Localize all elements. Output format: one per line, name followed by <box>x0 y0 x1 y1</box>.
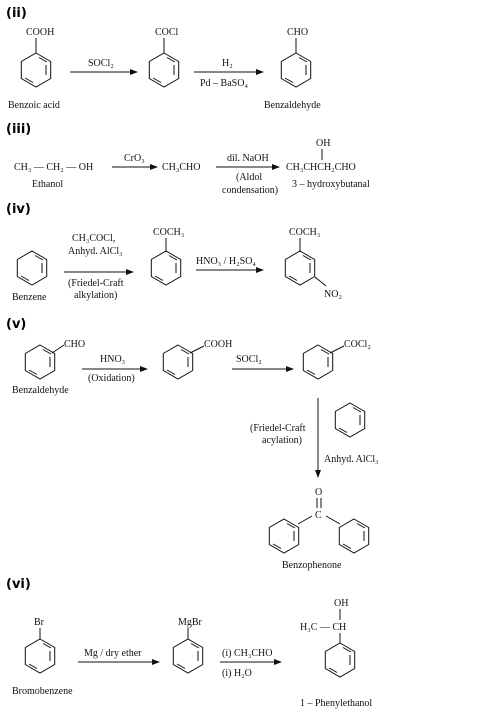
hydroxybutanal-name: 3 – hydroxybutanal <box>292 179 370 190</box>
arrow-rosenmund: H₂ Pd – BaSO₄ <box>194 58 264 89</box>
benzaldehyde-molecule: CHO Benzaldehyde <box>264 27 321 111</box>
reagent-dil-naoh: dil. NaOH <box>227 153 269 164</box>
arrow-oxidation: HNO₃ (Oxidation) <box>82 354 148 384</box>
benzoyl-chloride-v-molecule: COCl₂ <box>302 339 371 380</box>
section-v-label: (v) <box>6 317 26 332</box>
benzene-ring <box>24 344 56 380</box>
arrow-friedel-craft-iv: CH₃COCl, Anhyd. AlCl₃ (Friedel-Craft alk… <box>64 233 134 301</box>
benzophenone-name: Benzophenone <box>282 560 342 571</box>
reagent-friedel-craft: (Friedel-Craft <box>68 278 124 289</box>
phenylmagnesium-bromide-molecule: MgBr <box>172 617 204 674</box>
substituent-cooh-v: COOH <box>204 339 232 350</box>
benzophenone-molecule: O C Benzophenone <box>268 487 370 571</box>
benzene-ring <box>24 638 56 674</box>
substituent-coch3-2: COCH₃ <box>289 227 320 238</box>
arrow-socl2-v: SOCl₂ <box>232 354 294 372</box>
benzene-ring <box>172 638 204 674</box>
bromobenzene-name: Bromobenzene <box>12 686 73 697</box>
arrow-grignard: Mg / dry ether <box>78 648 160 665</box>
m-nitroacetophenone-molecule: COCH₃ NO₂ <box>284 227 342 300</box>
arrow-cro3: CrO₃ <box>112 153 158 170</box>
reagent-mg-dry-ether: Mg / dry ether <box>84 648 142 659</box>
acetaldehyde-formula: CH₃CHO <box>162 162 201 173</box>
section-ii-label: (ii) <box>6 6 27 21</box>
benzene-ring <box>338 518 370 554</box>
substituent-mgbr: MgBr <box>178 617 203 628</box>
reagent-condensation: condensation) <box>222 185 278 196</box>
benzaldehyde-v-name: Benzaldehyde <box>12 385 69 396</box>
reagent-cro3: CrO₃ <box>124 153 145 164</box>
benzoic-acid-name: Benzoic acid <box>8 100 60 111</box>
substituent-cho-v: CHO <box>64 339 85 350</box>
phenylethanol-name: 1 – Phenylethanol <box>300 698 372 709</box>
benzene-ring <box>148 52 180 88</box>
substituent-no2: NO₂ <box>324 289 342 300</box>
reagent-ch3cocl: CH₃COCl, <box>72 233 115 244</box>
phenylethanol-molecule: OH H₃C — CH 1 – Phenylethanol <box>300 598 372 709</box>
arrow-nitration: HNO₃ / H₂SO₄ <box>196 256 264 273</box>
substituent-cooh: COOH <box>26 27 54 38</box>
reagent-socl2-v: SOCl₂ <box>236 354 262 365</box>
arrow-socl2: SOCl₂ <box>70 58 138 75</box>
reagent-h2: H₂ <box>222 58 233 69</box>
benzene-molecule: Benzene <box>12 250 48 303</box>
carbonyl-carbon: C <box>315 510 322 521</box>
reagent-oxidation: (Oxidation) <box>88 373 135 384</box>
arrow-aldol: dil. NaOH (Aldol condensation) <box>216 153 280 196</box>
carbonyl-oxygen: O <box>315 487 322 498</box>
benzene-ring <box>268 518 300 554</box>
benzene-ring <box>162 344 194 380</box>
reagent-friedel-craft-v: (Friedel-Craft <box>250 423 306 434</box>
benzene-ring <box>334 402 366 438</box>
reagent-socl2: SOCl₂ <box>88 58 114 69</box>
reagent-h2o: (i) H₂O <box>222 668 252 679</box>
arrow-acetaldehyde-addition: (i) CH₃CHO (i) H₂O <box>220 648 282 679</box>
substituent-cocl2: COCl₂ <box>344 339 371 350</box>
reagent-anhyd-alcl3: Anhyd. AlCl₃ <box>68 246 123 257</box>
section-iii-label: (iii) <box>6 122 31 137</box>
reagent-acylation: acylation) <box>262 435 302 446</box>
benzene-ring <box>20 52 52 88</box>
benzoic-acid-v-molecule: COOH <box>162 339 232 380</box>
substituent-br: Br <box>34 617 45 628</box>
product-chain: H₃C — CH <box>300 622 346 633</box>
reagent-alkylation: alkylation) <box>74 290 117 301</box>
product-oh: OH <box>316 138 330 149</box>
hydroxybutanal-molecule: OH CH₃CHCH₂CHO 3 – hydroxybutanal <box>286 138 370 190</box>
reagent-hno3: HNO₃ <box>100 354 125 365</box>
benzene-name: Benzene <box>12 292 47 303</box>
benzene-ring <box>284 250 316 286</box>
reagent-aldol: (Aldol <box>236 172 262 183</box>
bromobenzene-molecule: Br Bromobenzene <box>12 617 73 697</box>
reagent-anhyd-alcl3-v: Anhyd. AlCl₃ <box>324 454 379 465</box>
reagent-hno3-h2so4: HNO₃ / H₂SO₄ <box>196 256 256 267</box>
hydroxybutanal-formula: CH₃CHCH₂CHO <box>286 162 356 173</box>
reagent-pd-baso4: Pd – BaSO₄ <box>200 78 248 89</box>
acetophenone-molecule: COCH₃ <box>150 227 184 286</box>
substituent-coch3: COCH₃ <box>153 227 184 238</box>
benzene-ring <box>150 250 182 286</box>
reagent-ch3cho: (i) CH₃CHO <box>222 648 272 659</box>
section-iv-label: (iv) <box>6 202 31 217</box>
benzaldehyde-name: Benzaldehyde <box>264 100 321 111</box>
benzoic-acid-molecule: COOH Benzoic acid <box>8 27 60 111</box>
benzoyl-chloride-molecule: COCl <box>148 27 180 88</box>
ethanol-name: Ethanol <box>32 179 63 190</box>
ethanol-formula: CH₃ — CH₂ — OH <box>14 162 93 173</box>
benzene-ring <box>16 250 48 286</box>
substituent-cho: CHO <box>287 27 308 38</box>
benzene-ring <box>302 344 334 380</box>
section-vi-label: (vi) <box>6 577 31 592</box>
benzene-ring <box>324 642 356 678</box>
benzaldehyde-v-molecule: CHO Benzaldehyde <box>12 339 85 396</box>
product-oh-vi: OH <box>334 598 348 609</box>
benzene-ring <box>280 52 312 88</box>
arrow-acylation: (Friedel-Craft acylation) Anhyd. AlCl₃ <box>250 398 379 478</box>
substituent-cocl: COCl <box>155 27 179 38</box>
